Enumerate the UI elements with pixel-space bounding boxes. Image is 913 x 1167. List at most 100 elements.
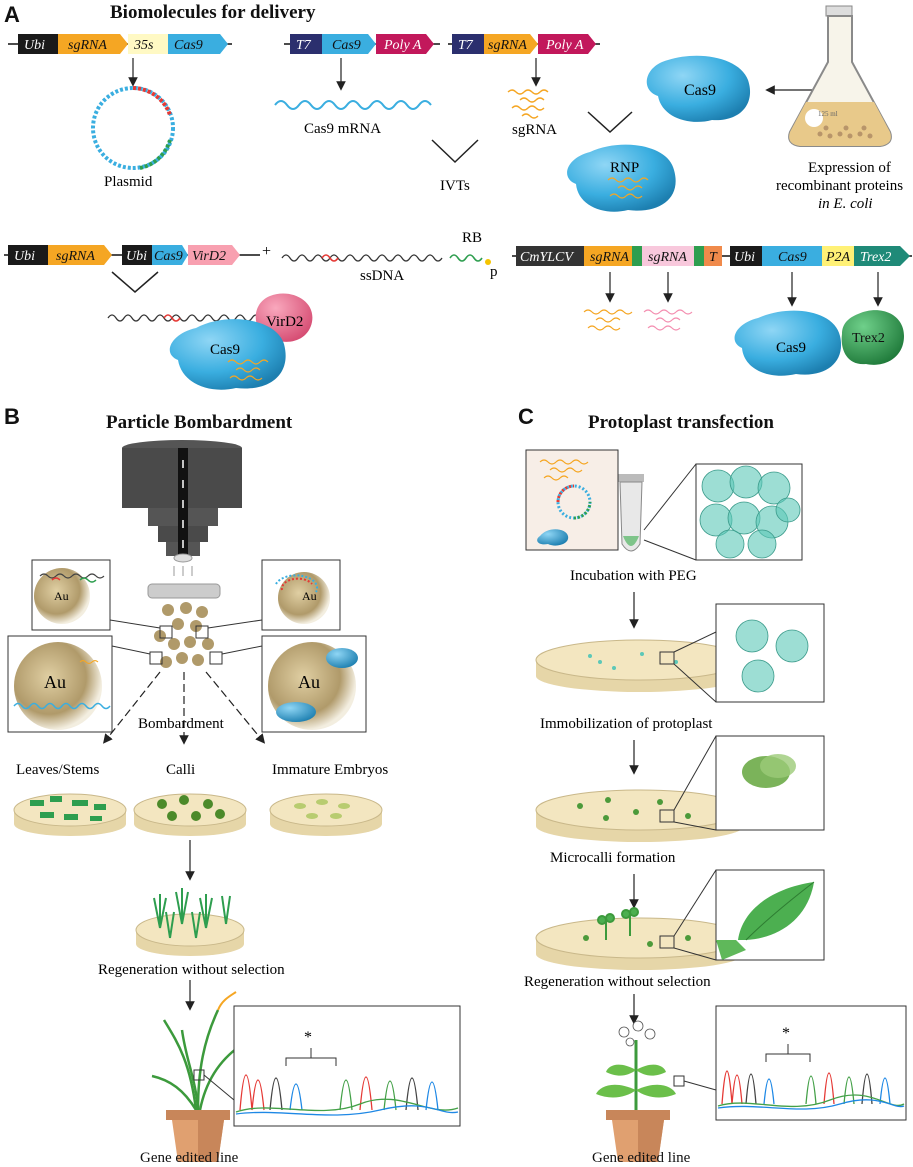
- dish-regeneration-c: [535, 907, 745, 970]
- step4-label: Regeneration without selection: [524, 974, 711, 990]
- target-embryos: Immature Embryos: [272, 762, 388, 778]
- sgrna-squiggle-orange: [583, 309, 633, 331]
- target-leaves: Leaves/Stems: [16, 762, 99, 778]
- sgrna-squiggle: [507, 89, 549, 119]
- expression-line3: in E. coli: [818, 196, 873, 212]
- cas9-mrna-wave: [274, 100, 432, 110]
- step1-label: Incubation with PEG: [570, 568, 697, 584]
- flask-volume: 125 ml: [818, 110, 838, 118]
- cas9-virD2-complex: [169, 293, 313, 390]
- ssdna-complex-wave: [107, 314, 269, 322]
- step3-label: Microcalli formation: [550, 850, 676, 866]
- au-label-1: Au: [54, 589, 69, 603]
- final-label-b: Gene edited line: [140, 1150, 239, 1166]
- construct-cmylcv-multiplex: CmYLCV sgRNA sgRNA T Ubi Cas9 P2A Trex2: [512, 246, 912, 266]
- dish-leaves: [13, 793, 127, 836]
- cas9-protein-blob: [646, 55, 751, 122]
- seg-text-t7-b: T7: [458, 38, 474, 53]
- microcalli-zoom: [715, 735, 825, 831]
- step2-label: Immobilization of protoplast: [540, 716, 713, 732]
- p-label: p: [490, 264, 498, 280]
- sgrna-label: sgRNA: [512, 122, 557, 138]
- seg-text-sgrna-5b: sgRNA: [648, 250, 687, 265]
- virD2-label: VirD2: [266, 314, 303, 330]
- cas9-bottom-blob: [734, 310, 842, 376]
- seg-text-virD2: VirD2: [192, 249, 226, 264]
- panel-label-a: A: [4, 2, 20, 27]
- protoplast-zoom: [715, 603, 825, 703]
- seg-text-polya-b: Poly A: [545, 38, 584, 53]
- chromatogram-c: [715, 1005, 907, 1121]
- asterisk-c: *: [782, 1025, 790, 1042]
- seg-text-cas9-5: Cas9: [778, 250, 807, 265]
- seg-text-sgrna-5a: sgRNA: [590, 250, 629, 265]
- erlenmeyer-flask: [788, 5, 892, 147]
- rb-label: RB: [462, 230, 482, 246]
- zoom-box-dna-1: [31, 559, 111, 631]
- panel-b-title: Particle Bombardment: [106, 412, 293, 433]
- zoom-box-mrna: [7, 635, 113, 733]
- ssdna-label: ssDNA: [360, 268, 404, 284]
- seg-text-ubi: Ubi: [24, 38, 45, 53]
- trex2-label: Trex2: [852, 331, 885, 346]
- au-label-3: Au: [44, 672, 66, 692]
- cas9-protein-label: Cas9: [684, 82, 716, 99]
- tobacco-plant-pot: [596, 1020, 685, 1162]
- ssdna-wave: [281, 254, 443, 262]
- dish-microcalli: [535, 789, 745, 842]
- segment-ubi: [18, 34, 58, 54]
- rnp-blob: [567, 144, 676, 212]
- target-calli: Calli: [166, 762, 195, 778]
- regeneration-dish-b: [135, 888, 245, 956]
- zoom-box-plasmid: [261, 559, 341, 631]
- segment-cas9: [168, 34, 228, 54]
- trex2-blob: [841, 310, 904, 365]
- panel-b-figure: Au Au Au Au Bombardment Leaves/Stems Cal…: [7, 440, 461, 1162]
- protoplast-box: [695, 463, 803, 561]
- seg-text-35s: 35s: [133, 38, 154, 53]
- au-label-4: Au: [298, 672, 320, 692]
- cas9-bottom-label: Cas9: [776, 340, 806, 356]
- seg-text-ubi-4a: Ubi: [14, 249, 35, 264]
- dish-embryos: [269, 793, 383, 836]
- seg-text-trex2: Trex2: [860, 250, 891, 265]
- seg-text-ubi-5: Ubi: [734, 250, 755, 265]
- dish-calli: [133, 793, 247, 836]
- zoom-box-rnp: [261, 635, 367, 733]
- gene-gun: [122, 440, 242, 599]
- seg-text-sgrna-4: sgRNA: [56, 249, 95, 264]
- final-label-c: Gene edited line: [592, 1150, 691, 1166]
- seg-text-cas9: Cas9: [174, 38, 203, 53]
- seg-text-t7: T7: [296, 38, 312, 53]
- rice-plant-pot: [151, 991, 241, 1162]
- segment-35s: [128, 34, 168, 54]
- microcentrifuge-tube: [618, 474, 644, 552]
- panel-c-figure: Incubation with PEG Immobilization of pr…: [524, 449, 907, 1162]
- panel-a-figure: Ubi sgRNA 35s Cas9 Plasmid T7 Cas9 Poly …: [4, 5, 912, 390]
- panel-a-title: Biomolecules for delivery: [110, 2, 316, 23]
- molecules-box: [525, 449, 619, 551]
- construct-t7-sgrna-polya: T7 sgRNA Poly A: [448, 34, 600, 54]
- seg-text-cmylcv: CmYLCV: [520, 250, 574, 265]
- leaf-zoom: [715, 869, 825, 961]
- seg-text-polya: Poly A: [383, 38, 422, 53]
- cas9-mrna-label: Cas9 mRNA: [304, 121, 381, 137]
- seg-text-p2a: P2A: [825, 250, 851, 265]
- panel-c-title: Protoplast transfection: [588, 412, 774, 433]
- seg-text-ubi-4b: Ubi: [126, 249, 147, 264]
- sgrna-squiggle-pink: [643, 309, 693, 331]
- cas9-complex-label: Cas9: [210, 342, 240, 358]
- seg-text-sgrna-b: sgRNA: [488, 38, 527, 53]
- expression-line2: recombinant proteins: [776, 178, 903, 194]
- seg-text-cas9-4: Cas9: [154, 249, 183, 264]
- bombardment-label: Bombardment: [138, 716, 225, 732]
- segment-sgrna: [58, 34, 128, 54]
- rnp-label: RNP: [610, 160, 639, 176]
- dish-protoplast: [535, 639, 745, 692]
- plasmid-label: Plasmid: [104, 174, 153, 190]
- panel-label-c: C: [518, 404, 534, 429]
- ivts-label: IVTs: [440, 178, 470, 194]
- construct-t7-cas9-polya: T7 Cas9 Poly A: [284, 34, 440, 54]
- seg-text-cas9-2: Cas9: [332, 38, 361, 53]
- construct-ubi-sgrna-ubi-cas9-virD2: Ubi sgRNA Ubi Cas9 VirD2: [4, 245, 260, 265]
